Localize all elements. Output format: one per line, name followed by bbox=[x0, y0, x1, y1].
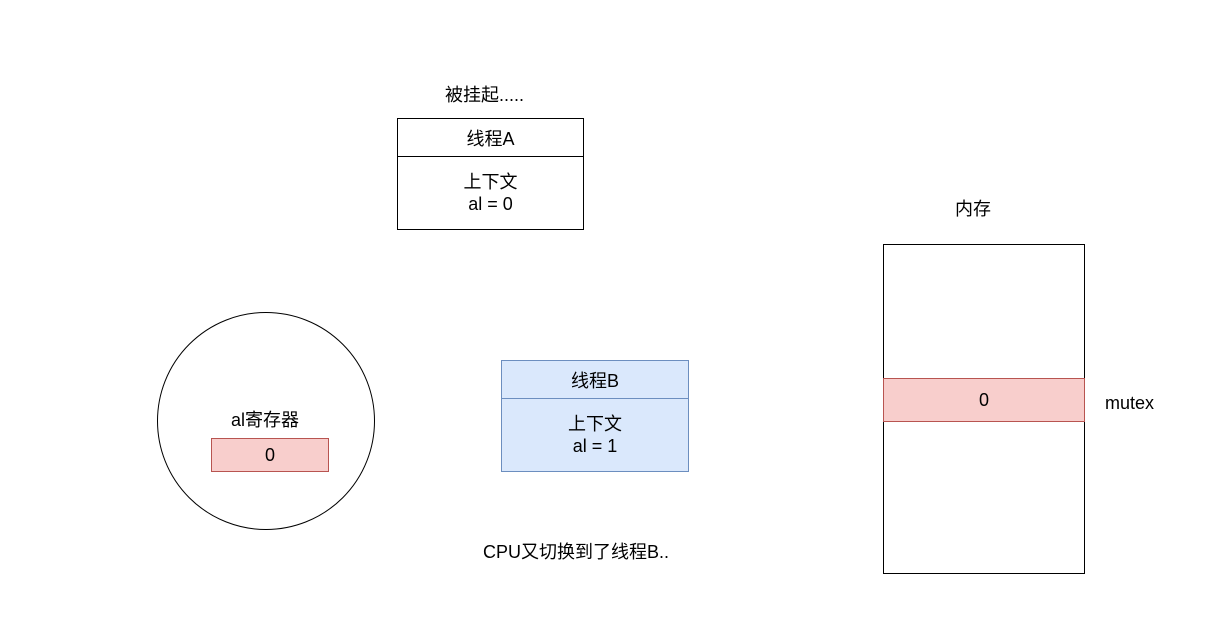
thread-b-box: 线程B 上下文 al = 1 bbox=[501, 360, 689, 472]
mutex-cell: 0 bbox=[883, 378, 1085, 422]
thread-a-context-label: 上下文 bbox=[463, 172, 518, 192]
caption: CPU又切换到了线程B.. bbox=[483, 542, 670, 562]
thread-a-context-value: al = 0 bbox=[468, 194, 513, 214]
thread-a-status: 被挂起..... bbox=[445, 85, 525, 105]
mutex-label: mutex bbox=[1105, 393, 1155, 413]
mutex-value: 0 bbox=[978, 389, 989, 410]
thread-b-context: 上下文 al = 1 bbox=[502, 399, 688, 471]
register-circle bbox=[157, 312, 375, 530]
thread-b-title: 线程B bbox=[502, 361, 688, 399]
thread-a-box: 线程A 上下文 al = 0 bbox=[397, 118, 584, 230]
thread-b-context-label: 上下文 bbox=[568, 414, 622, 434]
thread-a-context: 上下文 al = 0 bbox=[398, 157, 583, 229]
register-value-cell: 0 bbox=[211, 438, 329, 472]
memory-label: 内存 bbox=[955, 199, 991, 219]
register-label: al寄存器 bbox=[231, 410, 300, 430]
thread-a-title: 线程A bbox=[398, 119, 583, 157]
thread-b-context-value: al = 1 bbox=[572, 436, 618, 456]
register-value: 0 bbox=[264, 444, 275, 465]
